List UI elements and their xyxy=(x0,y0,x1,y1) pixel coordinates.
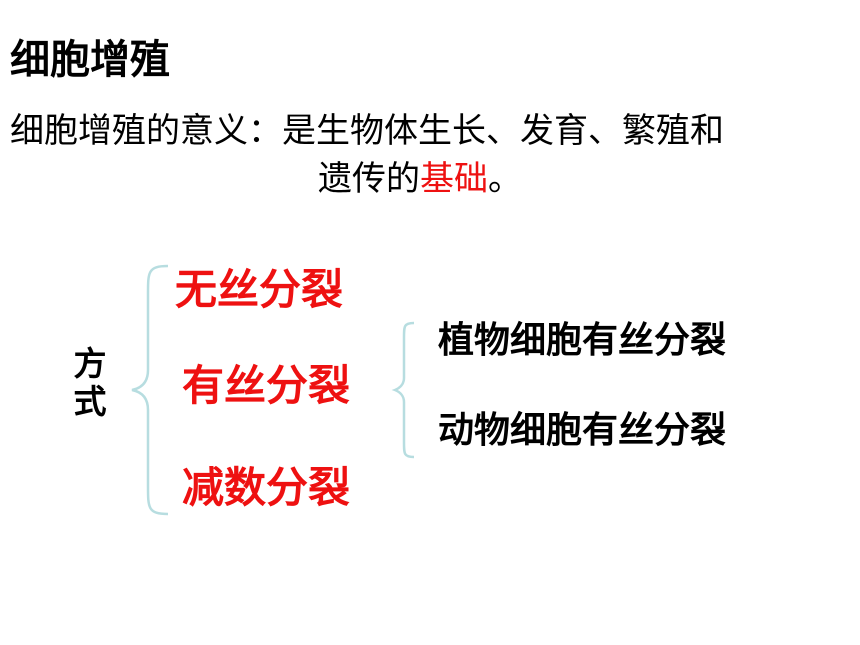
meaning-highlight: 基础 xyxy=(420,159,488,199)
meaning-text-continued: 遗传的 xyxy=(318,159,420,199)
division-mode-label: 方 式 xyxy=(70,345,110,421)
meaning-line-1: 细胞增殖的意义：是生物体生长、发育、繁殖和 xyxy=(10,108,724,154)
mitosis-brace xyxy=(391,321,415,459)
plant-cell-mitosis: 植物细胞有丝分裂 xyxy=(438,320,727,361)
mitosis-label: 有丝分裂 xyxy=(182,361,351,410)
slide-title: 细胞增殖 xyxy=(10,37,170,83)
meaning-prefix: 细胞增殖的意义： xyxy=(10,111,282,151)
meaning-text: 是生物体生长、发育、繁殖和 xyxy=(282,111,724,151)
meaning-period: 。 xyxy=(488,159,522,199)
meaning-line-2: 遗传的基础。 xyxy=(318,156,522,202)
meiosis-label: 减数分裂 xyxy=(182,463,351,512)
amitosis-label: 无丝分裂 xyxy=(175,265,344,314)
division-brace xyxy=(131,264,169,516)
mode-label-char-1: 方 xyxy=(73,344,107,383)
animal-cell-mitosis: 动物细胞有丝分裂 xyxy=(438,410,727,451)
mode-label-char-2: 式 xyxy=(73,382,107,421)
